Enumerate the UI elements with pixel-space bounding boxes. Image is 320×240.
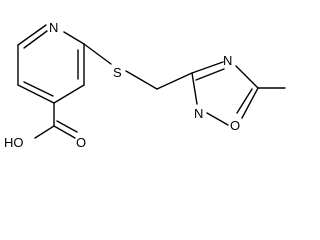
bond-c6-n1 bbox=[17, 24, 47, 46]
hydroxyl-label: HO bbox=[4, 135, 24, 150]
oxadiazole-nitrogen-4-label: N bbox=[223, 53, 232, 68]
oxadiazole-nitrogen-2-label: N bbox=[194, 106, 203, 121]
bond-c4-c5 bbox=[17, 84, 55, 104]
bond-carboxyl-oh bbox=[34, 125, 55, 139]
bond-o1-n2 bbox=[206, 112, 229, 126]
bond-s-ch2 bbox=[125, 70, 158, 90]
bond-c3-c4 bbox=[53, 84, 85, 104]
bond-c6-n1-inner bbox=[23, 30, 48, 49]
bond-c5-o1 bbox=[241, 87, 259, 119]
bond-c3-n4-double bbox=[195, 68, 225, 81]
bond-carbonyl-o bbox=[53, 125, 76, 139]
bond-c4-c5-inner bbox=[23, 81, 54, 97]
carboxylic-acid-group: O HO bbox=[4, 102, 86, 150]
bond-ch2-c3 bbox=[156, 72, 193, 90]
molecule-structure: N O HO S N N bbox=[4, 20, 286, 150]
bond-n2-c3 bbox=[191, 72, 198, 105]
thioether-linker: S bbox=[83, 43, 193, 90]
pyridine-nitrogen-label: N bbox=[49, 20, 58, 35]
oxadiazole-oxygen-label: O bbox=[230, 118, 240, 133]
sulfur-label: S bbox=[113, 65, 122, 80]
carbonyl-oxygen-label: O bbox=[76, 135, 86, 150]
bond-n4-c5 bbox=[235, 65, 259, 89]
bond-c3-n4 bbox=[191, 61, 224, 74]
bond-n1-c2 bbox=[63, 31, 85, 45]
pyridine-ring: N bbox=[17, 20, 85, 104]
bond-c2-s bbox=[83, 43, 112, 65]
oxadiazole-ring: N N O bbox=[191, 53, 286, 133]
molecule-canvas: N O HO S N N bbox=[4, 20, 286, 150]
bond-c5-o1-double bbox=[236, 88, 253, 114]
bond-carbonyl-o-double bbox=[56, 120, 78, 133]
